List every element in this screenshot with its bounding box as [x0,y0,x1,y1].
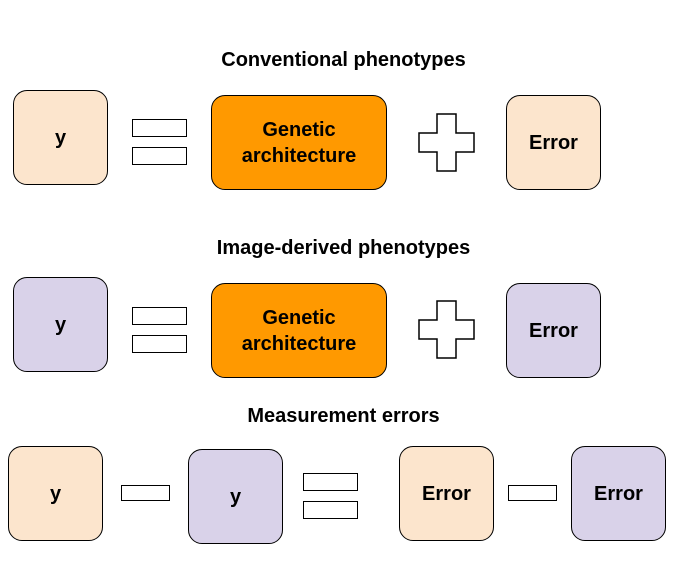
equals-top-bar [132,119,187,137]
image-derived-y-box: y [13,277,108,372]
measurement-y2-label: y [229,485,242,508]
measurement-y1-label: y [49,482,62,505]
conventional-error-box: Error [506,95,601,190]
image-derived-error-box: Error [506,283,601,378]
image-derived-plus-icon [418,300,475,359]
conventional-plus-icon [418,113,475,172]
equals-top-bar [303,473,358,491]
conventional-y-box: y [13,90,108,185]
image-derived-phenotypes-title: Image-derived phenotypes [216,237,471,259]
measurement-y-conventional-box: y [8,446,103,541]
conventional-genetic-architecture-box: Genetic architecture [211,95,387,190]
equals-top-bar [132,307,187,325]
image-derived-genetic-label: Genetic architecture [241,306,357,355]
equals-bottom-bar [132,335,187,353]
equals-bottom-bar [303,501,358,519]
equals-bottom-bar [132,147,187,165]
measurement-error2-label: Error [594,482,643,505]
measurement-error-conventional-box: Error [399,446,494,541]
image-derived-y-label: y [54,313,67,336]
measurement-error1-label: Error [422,482,471,505]
measurement-minus-icon-2 [508,485,557,501]
measurement-error-image-derived-box: Error [571,446,666,541]
measurement-minus-icon-1 [121,485,170,501]
measurement-errors-title: Measurement errors [247,405,440,427]
image-derived-genetic-architecture-box: Genetic architecture [211,283,387,378]
conventional-phenotypes-title: Conventional phenotypes [221,49,466,71]
image-derived-error-label: Error [529,319,578,342]
conventional-y-label: y [54,126,67,149]
conventional-genetic-label: Genetic architecture [241,118,357,167]
conventional-error-label: Error [529,131,578,154]
measurement-y-image-derived-box: y [188,449,283,544]
